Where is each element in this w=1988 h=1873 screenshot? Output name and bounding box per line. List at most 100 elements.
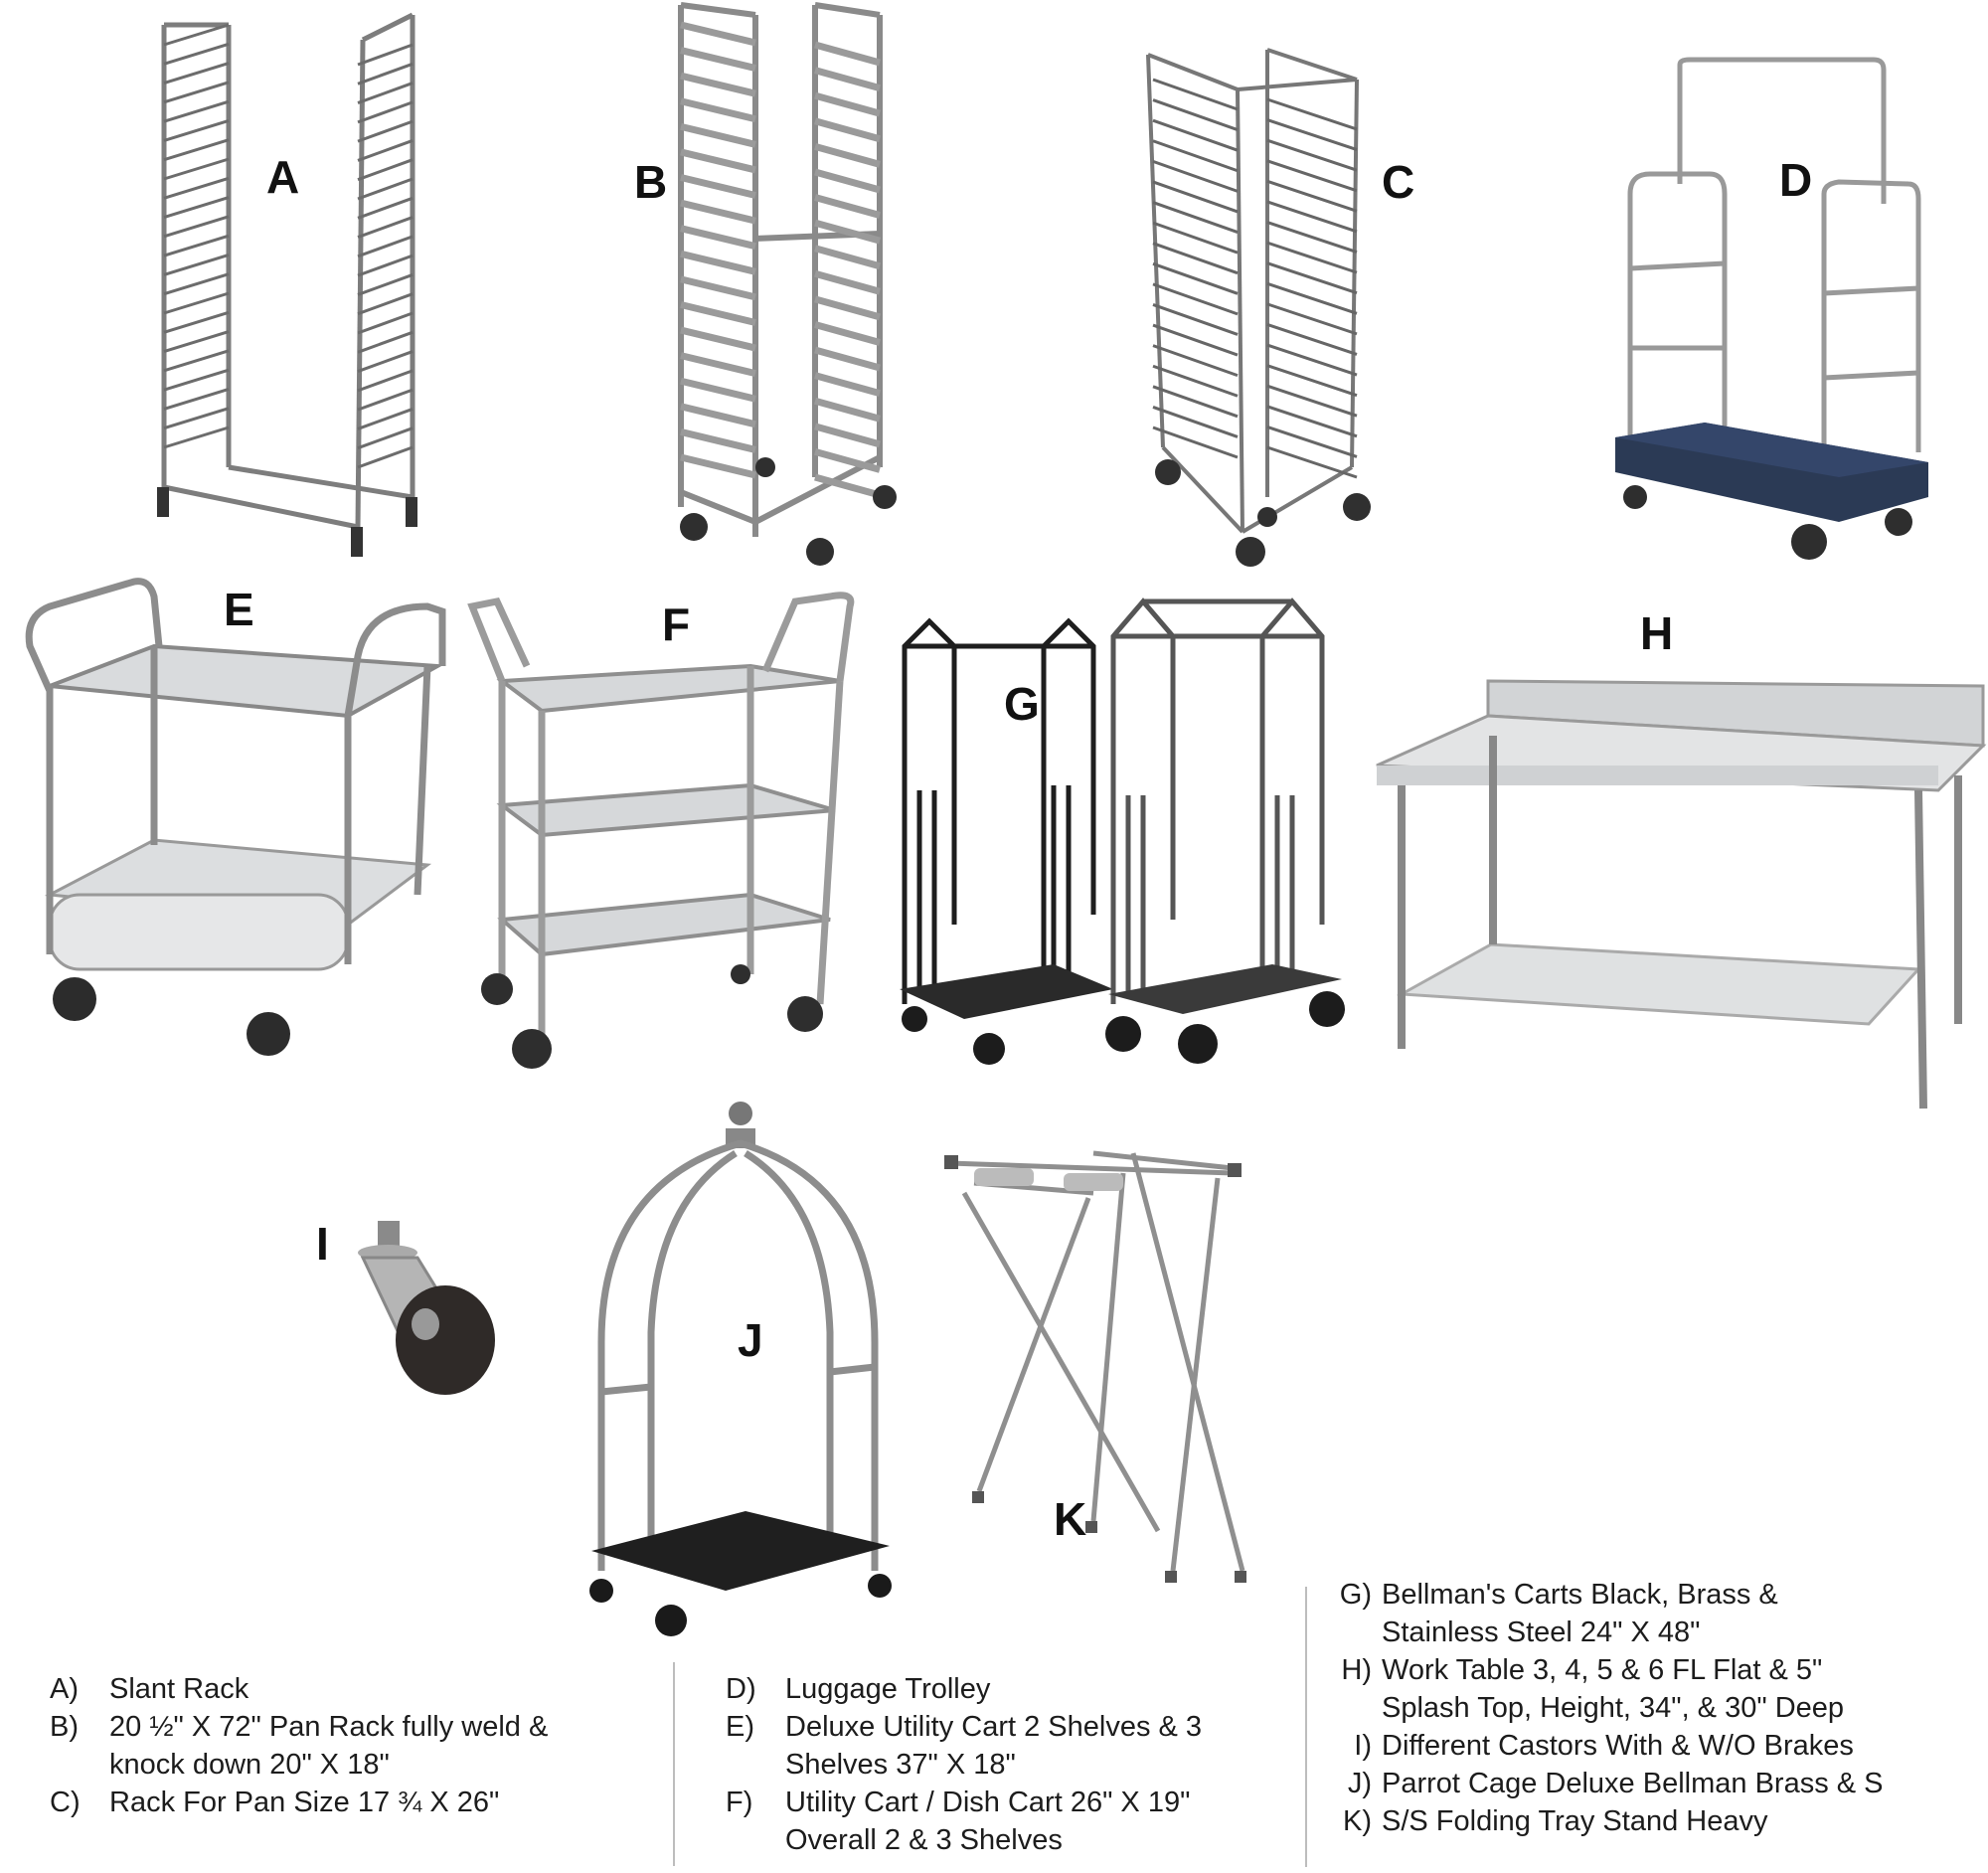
rack-rung: [1266, 343, 1358, 377]
rack-rung: [357, 254, 414, 277]
rack-rung: [357, 82, 414, 104]
rack-rung: [814, 269, 881, 295]
rack-rung: [680, 97, 756, 123]
rack-rung: [680, 21, 756, 47]
rack-rung: [814, 142, 881, 168]
rack-rung: [814, 168, 881, 194]
rack-rung: [163, 349, 230, 373]
product-label-e: E: [224, 584, 254, 635]
rack-rung: [1152, 426, 1239, 459]
rack-rung: [357, 408, 414, 430]
rack-rung: [357, 369, 414, 393]
rack-rung: [814, 194, 881, 219]
legend-item-key: D): [726, 1673, 756, 1705]
bellmans-carts-drawing: [900, 597, 1345, 1065]
utility-dish-cart-drawing: [467, 592, 855, 1069]
rack-rung: [1266, 302, 1358, 336]
rack-rung: [814, 423, 881, 448]
rack-rung: [163, 387, 230, 411]
slant-rack-drawing: [157, 12, 417, 557]
rack-rung: [680, 199, 756, 225]
legend-item-key: [1322, 1614, 1382, 1651]
parrot-cage-bellman-drawing: [589, 1102, 892, 1636]
rack-rung: [357, 158, 414, 182]
rack-rung: [1266, 200, 1358, 234]
rack-rung: [680, 428, 756, 453]
legend-item-row: Stainless Steel 24" X 48": [1322, 1614, 1884, 1651]
legend-item-row: C)Rack For Pan Size 17 ¾ X 26": [50, 1784, 548, 1821]
legend-item-key: J): [1347, 1768, 1372, 1799]
legend-item-text: S/S Folding Tray Stand Heavy: [1382, 1805, 1768, 1837]
product-image-luggage-trolley: D: [1610, 55, 1938, 572]
rack-rung: [680, 250, 756, 275]
rack-rung: [1266, 118, 1358, 152]
rack-rung: [680, 453, 756, 479]
legend-item-text: Overall 2 & 3 Shelves: [785, 1824, 1063, 1856]
rack-rung: [163, 99, 230, 123]
legend-item-text: knock down 20" X 18": [109, 1749, 390, 1781]
rack-rung: [163, 42, 230, 66]
rack-rung: [680, 148, 756, 174]
legend-item-row: F)Utility Cart / Dish Cart 26" X 19": [726, 1784, 1202, 1821]
rack-rung: [1152, 323, 1239, 357]
rack-rung: [357, 235, 414, 258]
legend-item-key: G): [1339, 1579, 1372, 1611]
rack-rung: [1152, 405, 1239, 438]
rack-rung: [1152, 364, 1239, 398]
rack-rung: [1152, 118, 1239, 152]
product-label-g: G: [1004, 678, 1040, 730]
rack-rung: [163, 81, 230, 104]
rack-rung: [1266, 261, 1358, 295]
legend-item-row: E)Deluxe Utility Cart 2 Shelves & 3: [726, 1708, 1202, 1746]
rack-rung: [163, 330, 230, 354]
rack-rung: [680, 47, 756, 72]
rack-rung: [163, 157, 230, 181]
rack-rung: [1266, 241, 1358, 274]
rack-rung: [814, 245, 881, 270]
rack-rung: [357, 292, 414, 316]
legend-item-key: E): [726, 1711, 754, 1743]
rack-rung: [1266, 221, 1358, 254]
legend-item-row: J)Parrot Cage Deluxe Bellman Brass & S: [1322, 1765, 1884, 1802]
legend-item-key: A): [50, 1673, 79, 1705]
folding-tray-stand-drawing: [944, 1150, 1246, 1583]
legend-item-key: I): [1354, 1730, 1372, 1762]
rack-rung: [680, 326, 756, 352]
legend-item-key: [726, 1821, 785, 1859]
rack-rung: [680, 174, 756, 199]
rack-rung: [357, 43, 414, 67]
product-image-pan-rack: B: [634, 0, 905, 577]
luggage-trolley-drawing: [1615, 57, 1928, 560]
product-label-a: A: [266, 151, 300, 203]
legend-item-row: Shelves 37" X 18": [726, 1746, 1202, 1784]
rack-rung: [1152, 78, 1239, 111]
rack-rung: [1152, 385, 1239, 419]
rack-rung: [163, 196, 230, 220]
legend-item-text: Splash Top, Height, 34", & 30" Deep: [1382, 1692, 1845, 1724]
product-image-deluxe-utility-cart: E: [20, 567, 457, 1064]
legend-item-key: C): [50, 1787, 81, 1818]
rack-rung: [680, 122, 756, 148]
rack-rung: [357, 388, 414, 412]
rack-rung: [814, 295, 881, 321]
product-image-folding-tray-stand: K: [934, 1133, 1272, 1630]
legend-item-key: [1322, 1689, 1382, 1727]
rack-rung: [357, 350, 414, 373]
rack-rung: [163, 215, 230, 239]
rack-rung: [163, 253, 230, 276]
legend-item-key: B): [50, 1711, 79, 1743]
product-image-work-table: H: [1372, 606, 1988, 1113]
product-image-slant-rack: A: [149, 10, 437, 567]
legend-divider-1: [673, 1662, 675, 1866]
rack-rung: [163, 407, 230, 430]
legend-item-text: Work Table 3, 4, 5 & 6 FL Flat & 5": [1382, 1654, 1823, 1686]
rack-rung: [814, 448, 881, 473]
rack-rung: [1266, 97, 1358, 131]
rack-rung: [814, 41, 881, 67]
legend-item-text: Different Castors With & W/O Brakes: [1382, 1730, 1854, 1762]
rack-rung: [1266, 179, 1358, 213]
rack-rung: [163, 426, 230, 449]
rack-rung: [1266, 364, 1358, 398]
legend-item-row: Overall 2 & 3 Shelves: [726, 1821, 1202, 1859]
rack-rung: [1152, 282, 1239, 316]
